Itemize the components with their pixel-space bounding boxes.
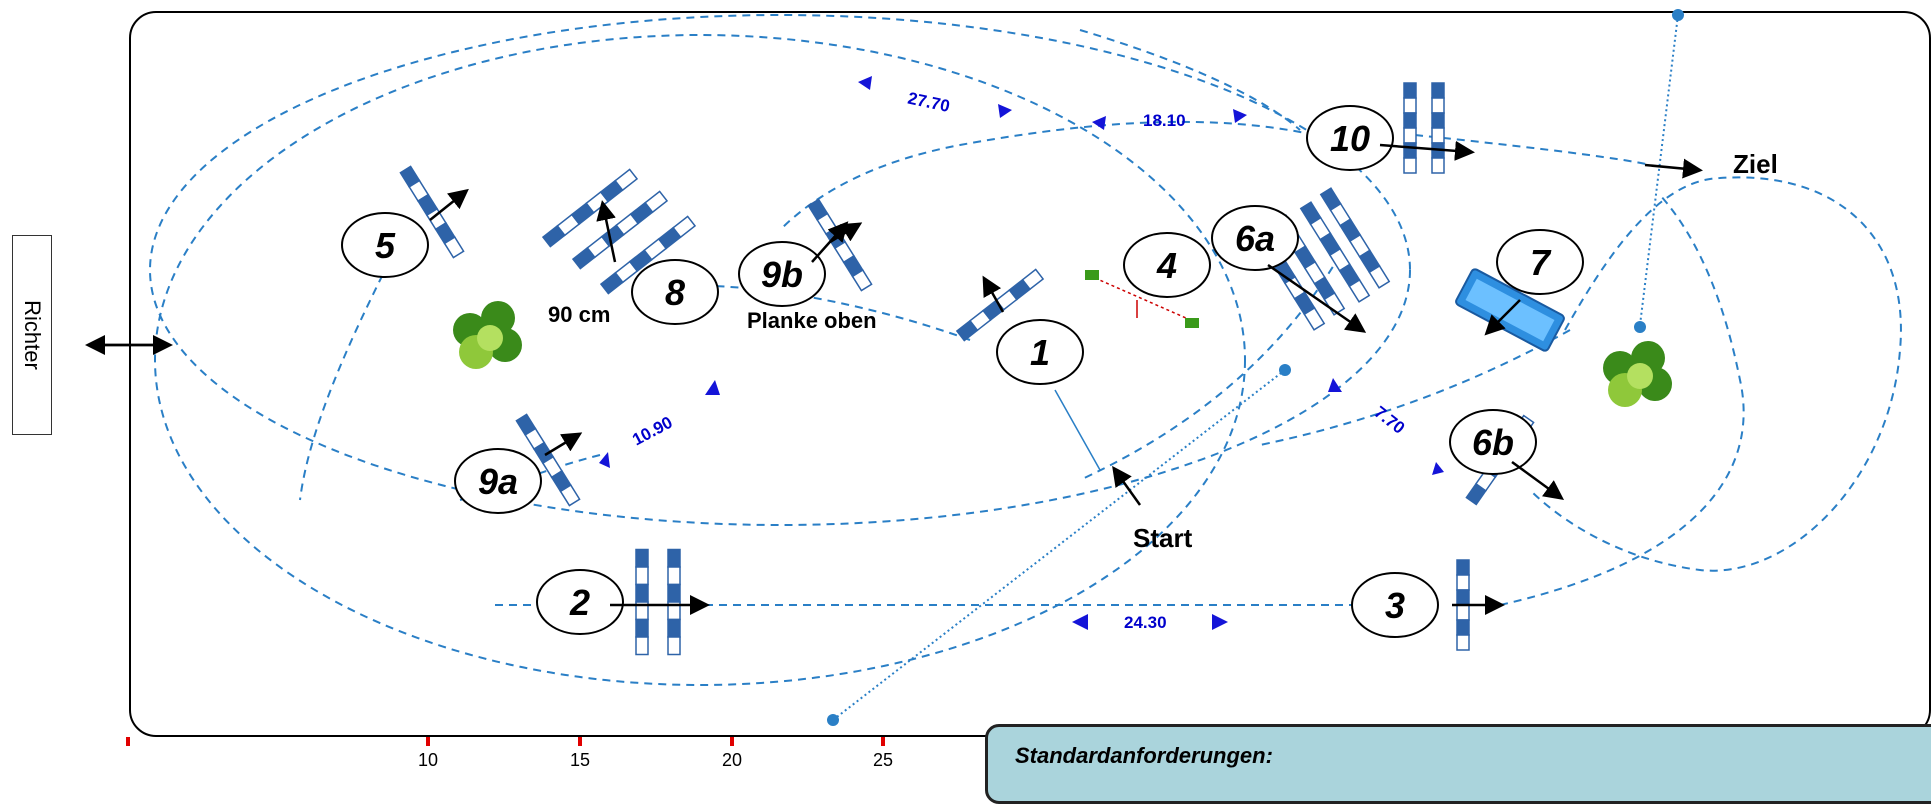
jump-pole [399, 165, 465, 259]
plank-note: Planke oben [747, 308, 877, 333]
jump-number-2: 2 [536, 569, 624, 635]
jump-pole [1456, 559, 1470, 651]
option-4-marker [1085, 270, 1199, 328]
jump-number-1: 1 [996, 319, 1084, 385]
axis-tick-label: 25 [873, 750, 893, 769]
jump-number-text: 4 [1156, 245, 1177, 286]
jump-number-8: 8 [631, 259, 719, 325]
jump-number-text: 5 [375, 225, 396, 266]
jump-number-text: 6a [1235, 218, 1275, 259]
jump-number-text: 7 [1530, 242, 1552, 283]
axis-tick [426, 737, 430, 746]
standard-requirements-title: Standardanforderungen: [1015, 743, 1273, 768]
jump-number-text: 6b [1472, 422, 1514, 463]
jump-number-7: 7 [1496, 229, 1584, 295]
tree-icon [1603, 341, 1672, 407]
jump-pole [1431, 82, 1445, 174]
jump-number-4: 4 [1123, 232, 1211, 298]
jump-pole [1299, 201, 1371, 303]
axis-tick [578, 737, 582, 746]
jump-number-text: 2 [569, 582, 590, 623]
distance-label: 18.10 [1143, 111, 1186, 130]
jump-number-text: 3 [1385, 585, 1405, 626]
jump-pole [635, 548, 649, 656]
jump-pole [541, 168, 639, 248]
judge-label: Richter [20, 300, 45, 370]
jump-number-6a: 6a [1211, 205, 1299, 271]
axis-tick-label: 15 [570, 750, 590, 769]
jump-number-text: 1 [1030, 332, 1050, 373]
distance-markers [599, 76, 1444, 630]
start-label: Start [1133, 523, 1193, 553]
judge-box: Richter [12, 235, 52, 435]
jump-pole [1319, 187, 1391, 289]
jump-pole [1403, 82, 1417, 174]
jump-number-9a: 9a [454, 448, 542, 514]
jump-pole [807, 198, 873, 292]
jump-number-6b: 6b [1449, 409, 1537, 475]
distance-label: 24.30 [1124, 613, 1167, 632]
jump-number-5: 5 [341, 212, 429, 278]
jump-pole [667, 548, 681, 656]
jump-pole [571, 190, 669, 270]
direction-arrows [85, 140, 1703, 615]
distance-label: 7.70 [1371, 402, 1409, 437]
finish-label: Ziel [1733, 149, 1778, 179]
height-note: 90 cm [548, 302, 610, 327]
jump-number-text: 8 [665, 272, 685, 313]
jump-number-text: 9a [478, 461, 518, 502]
jump-number-text: 9b [761, 254, 803, 295]
distance-label: 27.70 [906, 89, 952, 116]
axis-tick-label: 20 [722, 750, 742, 769]
axis-tick-label: 10 [418, 750, 438, 769]
axis-tick [730, 737, 734, 746]
jump-number-3: 3 [1351, 572, 1439, 638]
distance-label: 10.90 [629, 413, 675, 450]
jump-pole [515, 413, 581, 507]
course-path [149, 9, 1902, 726]
axis-tick [881, 737, 885, 746]
tree-icon [453, 301, 522, 369]
jump-number-9b: 9b [738, 241, 826, 307]
jump-pole [599, 215, 697, 295]
axis-tick [126, 737, 130, 746]
jump-pole [955, 268, 1045, 342]
jump-number-10: 10 [1306, 105, 1394, 171]
jump-number-text: 10 [1330, 118, 1370, 159]
